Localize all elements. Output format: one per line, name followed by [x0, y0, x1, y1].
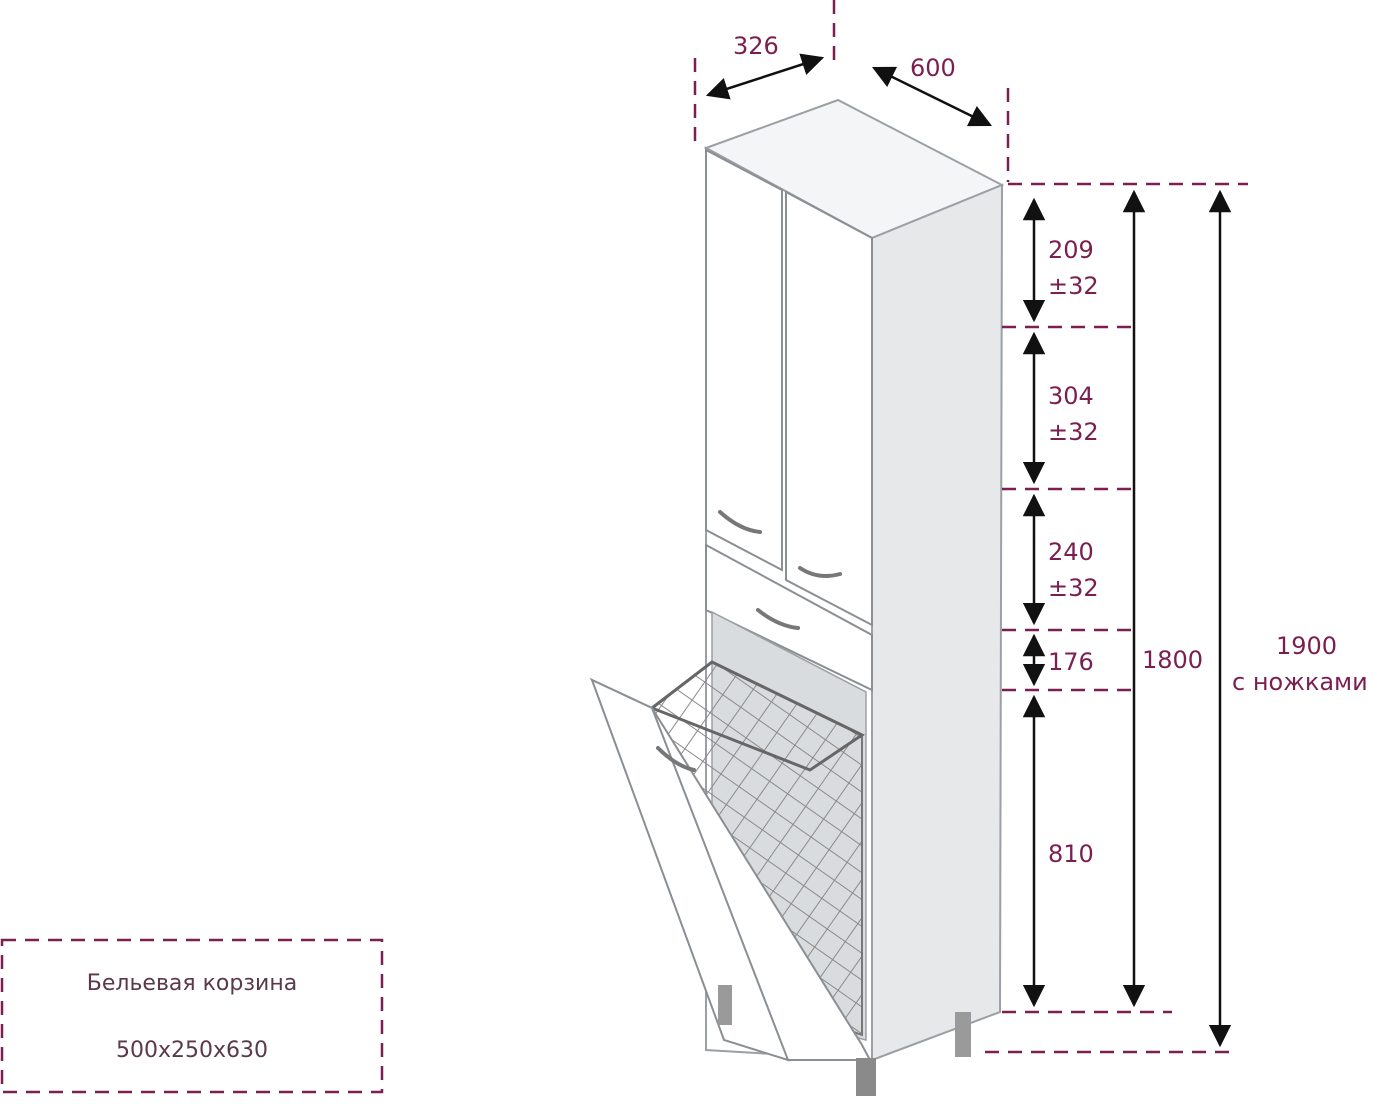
width-arrow-icon: [871, 66, 993, 127]
basket-rim: [648, 660, 865, 772]
leg-front: [856, 1058, 876, 1096]
leg-rear-right: [955, 1012, 971, 1057]
total-height-note: с ножками: [1232, 668, 1368, 696]
laundry-door-handle-icon: [656, 746, 696, 772]
dimension-arrows: [705, 53, 1232, 1048]
seg-top-label: 209: [1048, 236, 1094, 264]
total-height-label: 1900: [1276, 632, 1337, 660]
seg-drawer-label: 176: [1048, 648, 1094, 676]
width-label: 600: [910, 54, 956, 82]
drawer-handle-icon: [756, 608, 800, 630]
handle-right-icon: [798, 566, 842, 578]
upper-door-right: [785, 190, 873, 627]
depth-arrow-icon: [705, 53, 825, 100]
laundry-door-front: [590, 678, 790, 1062]
dimension-labels: 326 600 209 ±32 304 ±32 240 ±32 176 810 …: [733, 32, 1368, 868]
seg-mid-tolerance: ±32: [1048, 418, 1099, 446]
cabinet-side-panel: [871, 183, 1004, 1062]
cabinet: [589, 98, 1005, 1096]
info-box-title: Бельевая корзина: [87, 971, 297, 996]
info-box-border: [0, 938, 384, 1094]
seg-mid-label: 304: [1048, 382, 1094, 410]
seg-lower-label: 240: [1048, 538, 1094, 566]
dashed-guides: [693, 0, 1248, 1054]
upper-door-left: [705, 148, 783, 572]
body-height-label: 1800: [1142, 646, 1203, 674]
seg-bottom-label: 810: [1048, 840, 1094, 868]
seg-top-tolerance: ±32: [1048, 272, 1099, 300]
depth-label: 326: [733, 32, 779, 60]
handle-left-icon: [718, 510, 762, 534]
leg-rear-left: [718, 985, 732, 1025]
seg-lower-tolerance: ±32: [1048, 574, 1099, 602]
drawer-front: [705, 543, 873, 692]
info-box: Бельевая корзина 500x250x630: [0, 938, 384, 1094]
info-box-size: 500x250x630: [116, 1038, 268, 1063]
